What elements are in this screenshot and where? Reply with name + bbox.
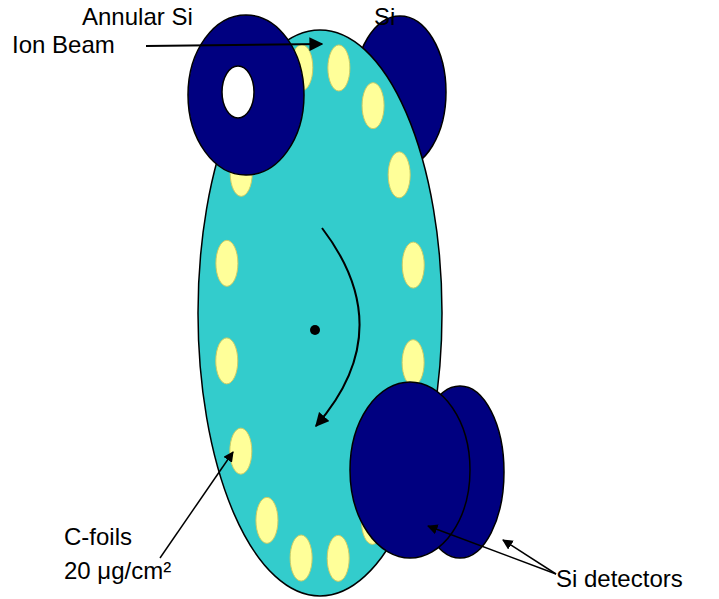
detector-label: Si detectors bbox=[556, 566, 683, 592]
foil-label: C-foils bbox=[64, 524, 132, 550]
carbon-foil bbox=[388, 152, 410, 198]
detector-label: Si bbox=[374, 4, 395, 30]
annular-hole bbox=[222, 66, 254, 118]
carbon-foil bbox=[402, 340, 424, 386]
carbon-foil bbox=[362, 83, 384, 129]
annular-si-detector bbox=[188, 15, 304, 175]
carbon-foil bbox=[327, 535, 349, 581]
axis-dot bbox=[310, 325, 320, 335]
carbon-foil bbox=[328, 45, 350, 91]
si-detector-front bbox=[350, 382, 470, 558]
ion-beam-line bbox=[146, 44, 322, 46]
rotation-arrow bbox=[316, 228, 360, 426]
beam-label: Ion Beam bbox=[12, 32, 115, 58]
carbon-foil bbox=[290, 535, 312, 581]
si-detectors-leader bbox=[428, 526, 556, 574]
carbon-foil bbox=[256, 497, 278, 543]
carbon-foil bbox=[230, 428, 252, 474]
carbon-foil bbox=[216, 338, 238, 384]
c-foils-leader bbox=[160, 452, 233, 558]
carbon-foil bbox=[216, 240, 238, 286]
detector-label: Annular Si bbox=[82, 4, 193, 30]
si-detectors-leader bbox=[503, 540, 556, 574]
foil-thickness: 20 μg/cm² bbox=[64, 558, 171, 584]
carbon-foil bbox=[402, 242, 424, 288]
